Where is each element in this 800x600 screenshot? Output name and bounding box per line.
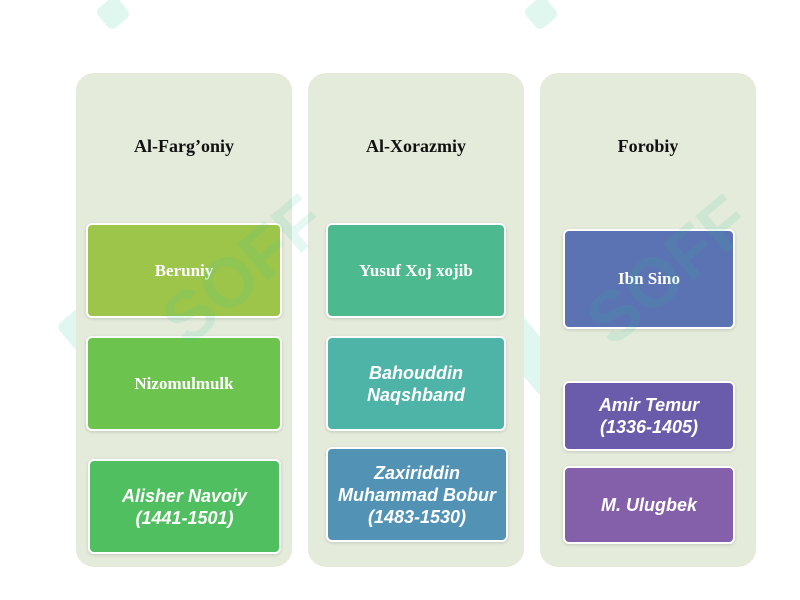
node-alisher-navoiy: Alisher Navoiy (1441-1501) [88, 459, 281, 554]
node-label: Yusuf Xoj xojib [359, 260, 473, 280]
watermark-shape [94, 0, 132, 32]
node-beruniy: Beruniy [86, 223, 282, 318]
node-label: Nizomulmulk [134, 373, 234, 393]
node-label: Amir Temur (1336-1405) [598, 395, 700, 437]
node-label: Beruniy [154, 260, 214, 280]
node-m-ulugbek: M. Ulugbek [563, 466, 735, 544]
node-amir-temur: Amir Temur (1336-1405) [563, 381, 735, 451]
node-label: Alisher Navoiy (1441-1501) [121, 485, 248, 528]
node-label: Zaxiriddin Muhammad Bobur (1483-1530) [337, 462, 496, 527]
column-title: Forobiy [617, 136, 679, 156]
column-title: Al-Xorazmiy [366, 136, 466, 156]
node-label: Bahouddin Naqshband [366, 362, 465, 405]
node-label: M. Ulugbek [600, 495, 697, 515]
node-label: Ibn Sino [618, 269, 680, 288]
node-nizomulmulk: Nizomulmulk [86, 336, 282, 431]
node-ibn-sino: Ibn Sino [563, 229, 735, 329]
watermark-shape [522, 0, 560, 32]
node-yusuf: Yusuf Xoj xojib [326, 223, 506, 318]
node-bahouddin: Bahouddin Naqshband [326, 336, 506, 431]
node-bobur: Zaxiriddin Muhammad Bobur (1483-1530) [326, 447, 508, 542]
column-title: Al-Farg’oniy [134, 136, 234, 156]
